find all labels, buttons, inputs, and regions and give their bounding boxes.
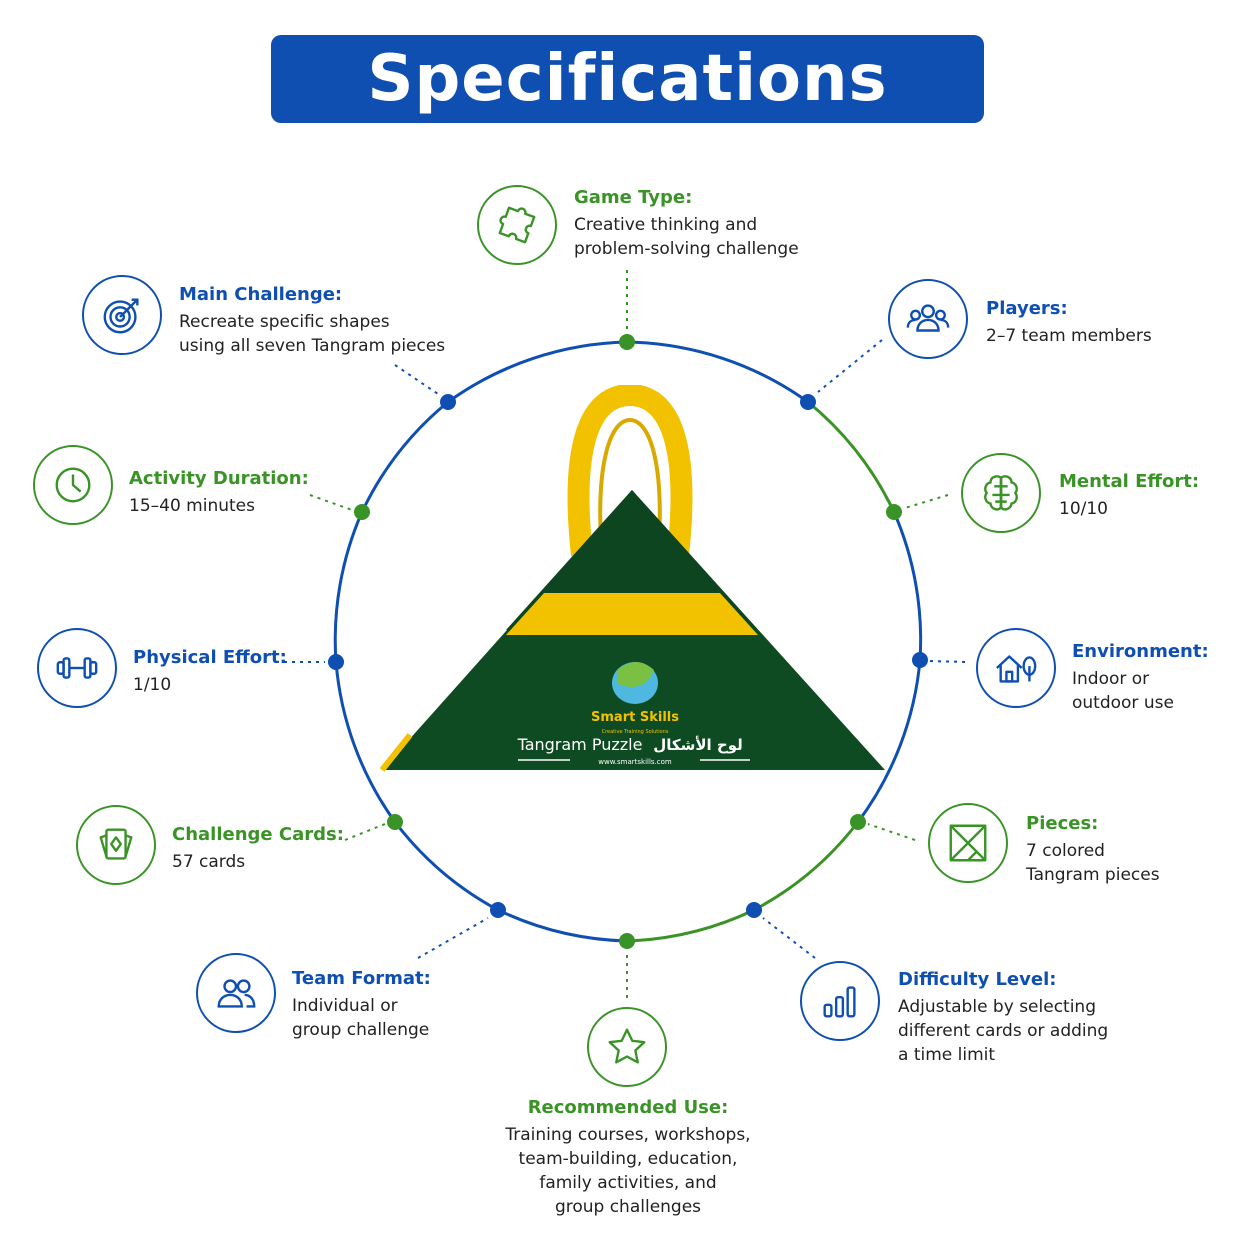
spec-label: Recommended Use: [527, 1097, 729, 1118]
spec-environment: Environment: Indoor or outdoor use [1072, 640, 1209, 715]
spec-challenge-cards: Challenge Cards: 57 cards [172, 823, 344, 874]
spec-value: Training courses, workshops, team-buildi… [505, 1125, 751, 1217]
spec-value: Indoor or outdoor use [1072, 669, 1174, 713]
bar-chart-icon [800, 961, 880, 1041]
spec-value: 10/10 [1059, 499, 1108, 519]
spec-label: Pieces: [1026, 813, 1099, 834]
spec-label: Players: [986, 298, 1068, 319]
spec-value: 15–40 minutes [129, 496, 255, 516]
spec-label: Team Format: [292, 968, 431, 989]
spec-label: Activity Duration: [129, 468, 309, 489]
spec-value: Adjustable by selecting different cards … [898, 997, 1109, 1065]
spec-physical-effort: Physical Effort: 1/10 [133, 646, 287, 697]
title-banner: Specifications [271, 35, 984, 123]
tangram-icon [928, 803, 1008, 883]
spec-value: 7 colored Tangram pieces [1026, 841, 1160, 885]
users-icon [196, 953, 276, 1033]
dumbbell-icon [37, 628, 117, 708]
spec-pieces: Pieces: 7 colored Tangram pieces [1026, 812, 1160, 887]
spec-label: Challenge Cards: [172, 824, 344, 845]
spec-value: Recreate specific shapes using all seven… [179, 312, 446, 356]
brain-icon [961, 453, 1041, 533]
spec-difficulty: Difficulty Level: Adjustable by selectin… [898, 968, 1108, 1067]
product-name: Tangram Puzzle [517, 735, 643, 754]
product-website: www.smartskills.com [598, 758, 672, 766]
spec-recommended-use: Recommended Use: Training courses, works… [467, 1096, 789, 1219]
spec-label: Main Challenge: [179, 284, 343, 305]
spec-value: 2–7 team members [986, 326, 1152, 346]
spec-label: Game Type: [574, 187, 693, 208]
brand-name: Smart Skills [591, 710, 679, 725]
star-icon [587, 1007, 667, 1087]
spec-game-type: Game Type: Creative thinking and problem… [574, 186, 799, 261]
tangram-bag-image: Smart Skills Creative Training Solutions… [379, 385, 885, 772]
clock-icon [33, 445, 113, 525]
spec-label: Difficulty Level: [898, 969, 1057, 990]
spec-label: Environment: [1072, 641, 1209, 662]
spec-team-format: Team Format: Individual or group challen… [292, 967, 431, 1042]
target-icon [82, 275, 162, 355]
spec-label: Mental Effort: [1059, 471, 1200, 492]
house-tree-icon [976, 628, 1056, 708]
spec-activity-duration: Activity Duration: 15–40 minutes [129, 467, 309, 518]
puzzle-icon [477, 185, 557, 265]
spec-value: 57 cards [172, 852, 246, 872]
cards-icon [76, 805, 156, 885]
brand-tagline: Creative Training Solutions [602, 729, 669, 735]
spec-label: Physical Effort: [133, 647, 287, 668]
spec-mental-effort: Mental Effort: 10/10 [1059, 470, 1199, 521]
group-icon [888, 279, 968, 359]
spec-main-challenge: Main Challenge: Recreate specific shapes… [179, 283, 445, 358]
product-name-arabic: لوح الأشكال [653, 736, 743, 754]
spec-value: Creative thinking and problem-solving ch… [574, 215, 799, 259]
page-title: Specifications [367, 42, 888, 116]
spec-value: 1/10 [133, 675, 172, 695]
spec-players: Players: 2–7 team members [986, 297, 1152, 348]
spec-value: Individual or group challenge [292, 996, 430, 1040]
